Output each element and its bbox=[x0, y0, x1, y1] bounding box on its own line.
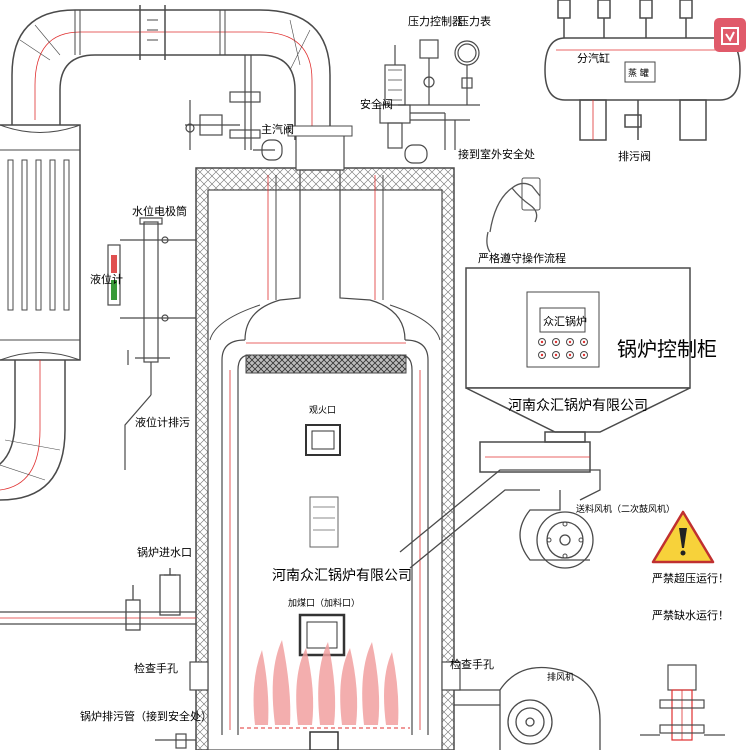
label-pressure-controller: 压力控制器 bbox=[408, 14, 463, 28]
label-control-cabinet: 锅炉控制柜 bbox=[617, 337, 717, 361]
control-cabinet bbox=[465, 267, 691, 473]
app-badge-icon[interactable] bbox=[714, 18, 746, 52]
warning-sign bbox=[651, 510, 715, 564]
label-inspection-hole-right: 检查手孔 bbox=[450, 657, 494, 671]
label-steam-header: 分汽缸 bbox=[577, 51, 610, 65]
label-feed-port: 加煤口（加料口） bbox=[288, 597, 360, 609]
label-blowdown-pipe: 锅炉排污管（接到安全处） bbox=[80, 709, 212, 723]
steam-header bbox=[544, 0, 741, 141]
valve-detail bbox=[640, 664, 725, 741]
economizer bbox=[0, 124, 81, 501]
label-pressure-gauge: 压力表 bbox=[458, 14, 491, 28]
label-header-box: 蒸 罐 bbox=[628, 67, 649, 79]
safety-valve-assembly bbox=[379, 39, 480, 164]
label-level-gauge: 液位计 bbox=[90, 272, 123, 286]
water-level-cylinder bbox=[107, 217, 196, 470]
boiler-body bbox=[195, 125, 455, 750]
hand-operation-icon bbox=[486, 177, 541, 253]
flue-duct bbox=[11, 5, 331, 140]
label-company-body: 河南众汇锅炉有限公司 bbox=[272, 568, 412, 584]
exhaust-fan bbox=[454, 666, 601, 750]
label-warning-no-water: 严禁缺水运行！ bbox=[652, 608, 729, 622]
label-company-cabinet: 河南众汇锅炉有限公司 bbox=[508, 398, 648, 414]
label-main-valve: 主汽阀 bbox=[261, 122, 294, 136]
blowdown-pipe bbox=[155, 733, 196, 749]
inspection-holes bbox=[189, 661, 461, 691]
label-warning-overpressure: 严禁超压运行！ bbox=[652, 571, 729, 585]
panel-display: 众汇锅炉 bbox=[543, 315, 587, 328]
label-strict-procedure: 严格遵守操作流程 bbox=[478, 251, 566, 265]
label-observation-port: 观火口 bbox=[309, 405, 336, 416]
label-blowdown-valve: 排污阀 bbox=[618, 149, 651, 163]
label-feed-water-port: 锅炉进水口 bbox=[137, 546, 192, 559]
label-exhaust-fan: 排风机 bbox=[547, 671, 574, 683]
secondary-fan bbox=[536, 511, 594, 569]
label-level-gauge-blowdown: 液位计排污 bbox=[135, 415, 190, 429]
feed-water-line bbox=[0, 568, 196, 631]
label-secondary-fan: 送料风机（二次鼓风机） bbox=[576, 503, 675, 515]
steam-pipe bbox=[185, 55, 283, 161]
label-inspection-hole-left: 检查手孔 bbox=[134, 661, 178, 675]
label-water-level-cylinder: 水位电极筒 bbox=[132, 204, 187, 218]
label-safety-valve: 安全阀 bbox=[360, 97, 393, 111]
air-ducts bbox=[399, 469, 601, 569]
label-to-outdoor-safe: 接到室外安全处 bbox=[458, 147, 535, 161]
